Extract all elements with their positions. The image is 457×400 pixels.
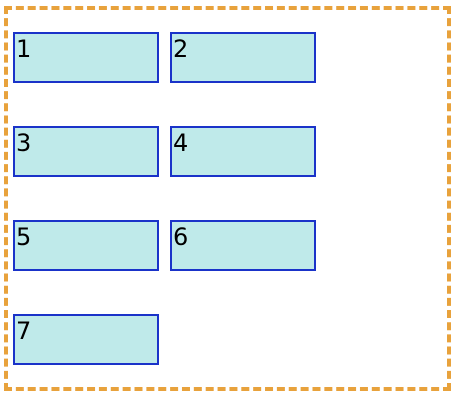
box-6[interactable]: 6 — [170, 220, 316, 271]
box-5[interactable]: 5 — [13, 220, 159, 271]
dashed-container — [4, 6, 451, 391]
box-5-label: 5 — [16, 223, 32, 251]
box-7[interactable]: 7 — [13, 314, 159, 365]
box-6-label: 6 — [173, 223, 189, 251]
box-2[interactable]: 2 — [170, 32, 316, 83]
box-1-label: 1 — [16, 35, 32, 63]
box-2-label: 2 — [173, 35, 189, 63]
box-4[interactable]: 4 — [170, 126, 316, 177]
box-4-label: 4 — [173, 129, 189, 157]
box-3-label: 3 — [16, 129, 32, 157]
box-7-label: 7 — [16, 317, 32, 345]
box-1[interactable]: 1 — [13, 32, 159, 83]
box-3[interactable]: 3 — [13, 126, 159, 177]
